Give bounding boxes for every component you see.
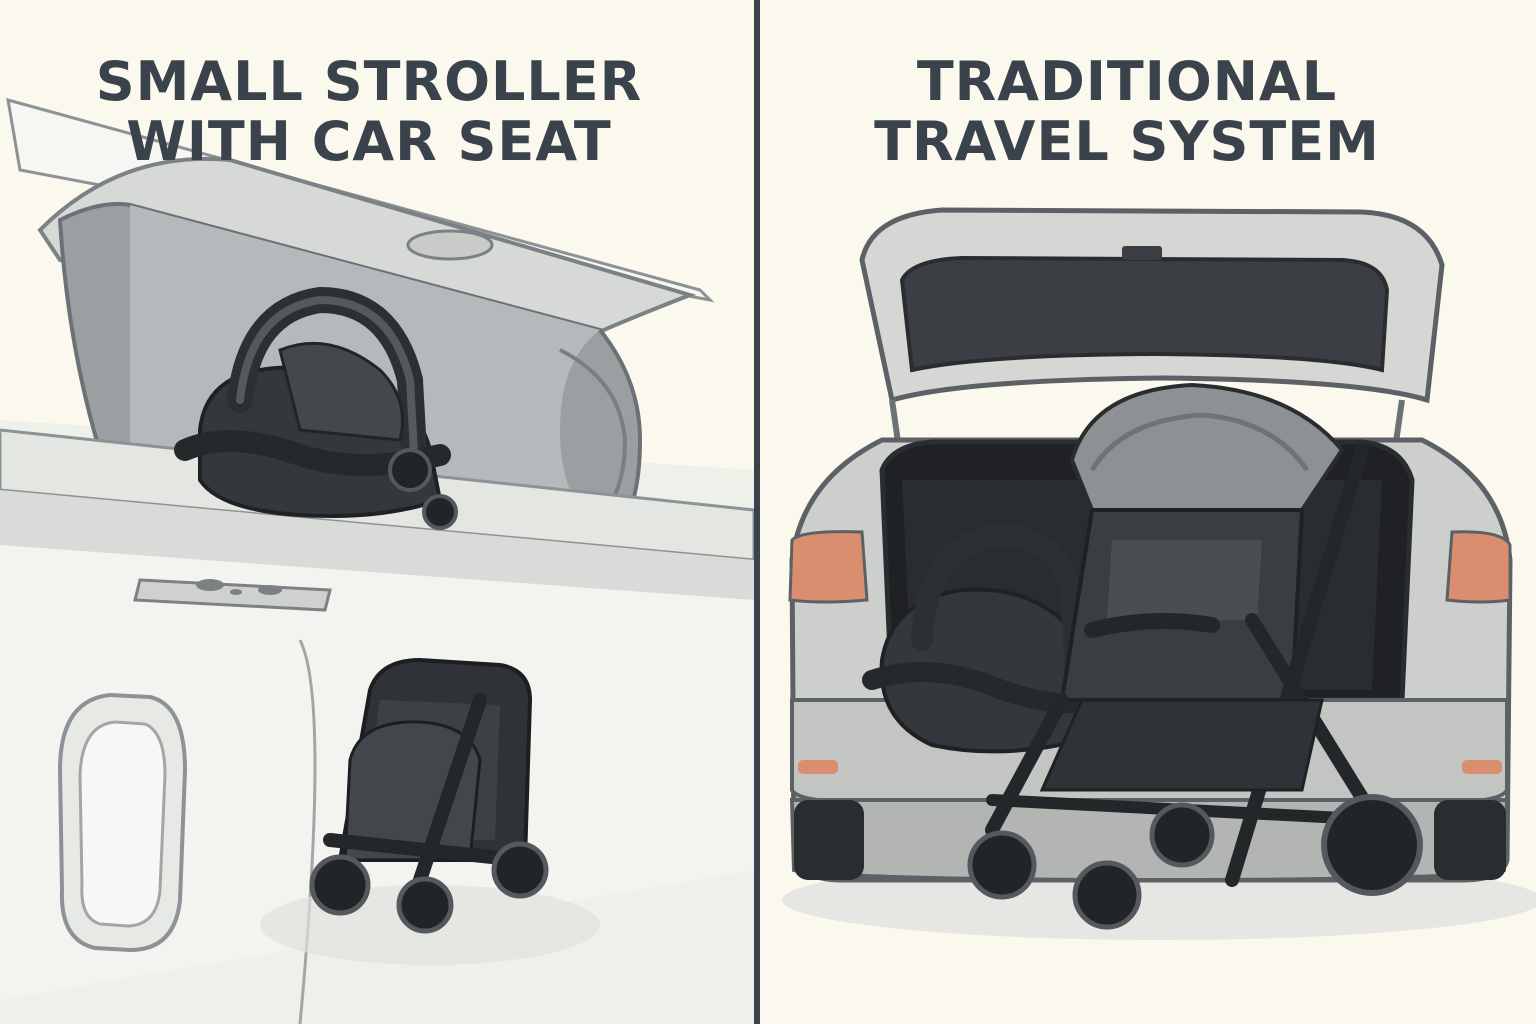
- right-panel: TRADITIONAL TRAVEL SYSTEM: [762, 0, 1536, 1024]
- right-title-line-1: TRADITIONAL: [916, 50, 1338, 113]
- airplane-cabin-scene: [0, 97, 754, 1024]
- right-title-line-2: TRAVEL SYSTEM: [874, 110, 1380, 173]
- left-title-line-1: SMALL STROLLER: [95, 50, 643, 113]
- panel-divider: [754, 0, 760, 1024]
- right-panel-title: TRADITIONAL TRAVEL SYSTEM: [762, 52, 1514, 172]
- tail-light-icon: [788, 530, 1512, 774]
- left-title-line-2: WITH CAR SEAT: [126, 110, 612, 173]
- overhead-bin-icon: [0, 97, 754, 612]
- infant-car-seat-icon: [862, 523, 1102, 754]
- left-panel: SMALL STROLLER WITH CAR SEAT: [0, 0, 754, 1024]
- infant-car-seat-icon: [174, 286, 458, 530]
- airplane-window-icon: [57, 692, 188, 953]
- compact-stroller-icon: [309, 657, 549, 934]
- left-panel-title: SMALL STROLLER WITH CAR SEAT: [0, 52, 746, 172]
- car-trunk-scene: [782, 207, 1536, 940]
- full-size-stroller-icon: [967, 382, 1423, 930]
